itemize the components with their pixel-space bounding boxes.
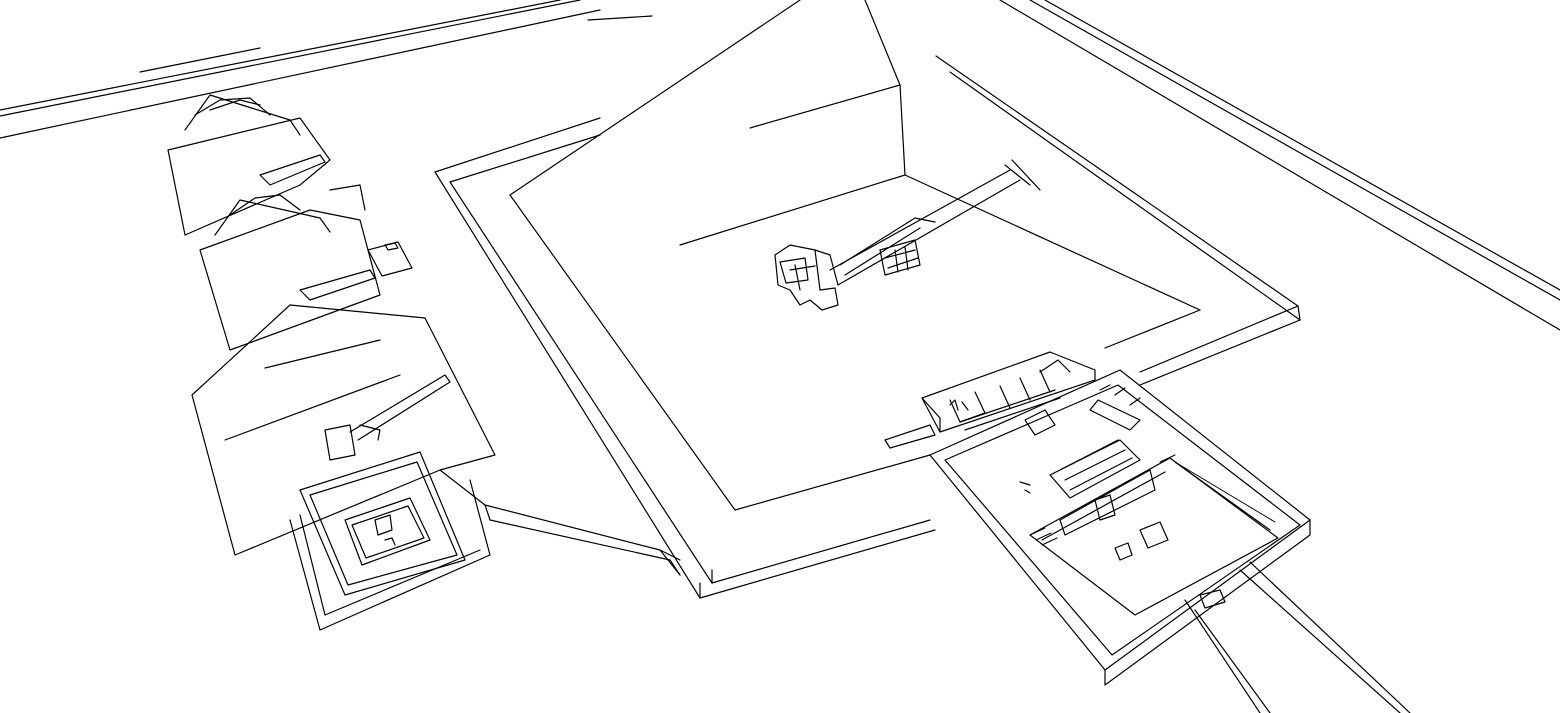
queen-pyramid-2	[199, 194, 413, 351]
courtyard-hatching	[1029, 454, 1276, 546]
causeway-top-left	[0, 0, 653, 139]
mortuary-temple	[884, 351, 1096, 449]
causeway-right	[935, 0, 1560, 331]
main-pyramid	[509, 0, 1201, 511]
open-courtyard	[929, 369, 1311, 686]
satellite-pyramid-small	[289, 451, 681, 631]
inner-chamber-passage	[774, 159, 1041, 311]
queen-pyramid-1	[167, 94, 366, 236]
causeway-bottom-right	[1184, 561, 1411, 713]
queen-pyramid-3	[191, 304, 496, 556]
main-enclosure-wall	[434, 117, 1301, 599]
